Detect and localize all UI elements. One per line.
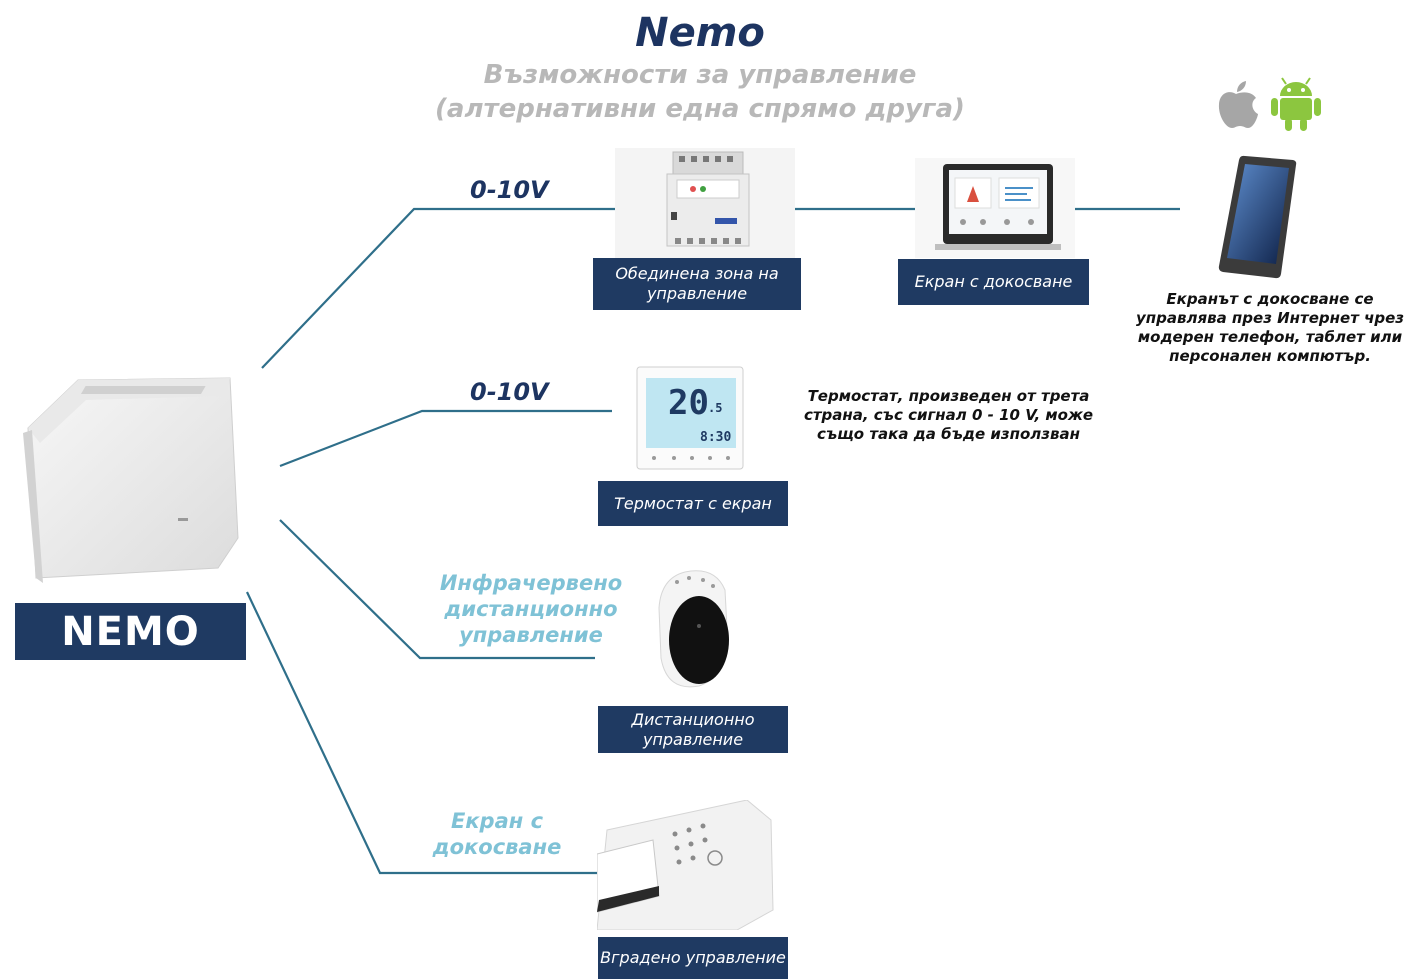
smartphone-image: [1218, 155, 1297, 279]
line-builtin: [246, 591, 597, 875]
subtitle-line-1: Възможности за управление: [483, 60, 917, 90]
line-zone: [261, 207, 615, 369]
nemo-label: NEMO: [15, 603, 246, 660]
page-title: Nemo: [635, 10, 765, 56]
thermostat-image: 20 .5 8:30: [636, 366, 744, 470]
thermostat-note: Термостат, произведен от трета страна, с…: [803, 387, 1094, 443]
thermostat-time: 8:30: [700, 430, 731, 445]
caption-builtin: Вградено управление: [598, 937, 788, 979]
nemo-unit-image: [23, 377, 239, 583]
zone-controller-image: [615, 148, 795, 258]
touch-screen-image: [915, 158, 1075, 258]
thermostat-temperature-decimal: .5: [708, 401, 722, 415]
signal-label-zone: 0-10V: [470, 176, 549, 204]
caption-zone: Обединена зона на управление: [593, 258, 801, 310]
builtin-control-image: [597, 800, 774, 930]
caption-touch: Екран с докосване: [898, 259, 1089, 305]
caption-thermostat: Термостат с екран: [598, 481, 788, 526]
thermostat-temperature: 20: [668, 383, 709, 423]
subtitle-line-2: (алтернативни една спрямо друга): [435, 94, 965, 124]
line-thermostat: [279, 409, 612, 468]
apple-icon: [1218, 81, 1258, 128]
phone-note: Екранът с докосване се управлява през Ин…: [1135, 290, 1405, 365]
builtin-label: Екран с докосване: [432, 809, 562, 859]
remote-control-image: [658, 570, 729, 688]
remote-label: Инфрачервено дистанционно управление: [439, 571, 623, 647]
signal-label-thermostat: 0-10V: [470, 378, 549, 406]
android-icon: [1271, 77, 1321, 131]
page-subtitle: Възможности за управление (алтернативни …: [0, 58, 1400, 126]
line-remote: [279, 519, 595, 660]
caption-remote: Дистанционно управление: [598, 706, 788, 753]
